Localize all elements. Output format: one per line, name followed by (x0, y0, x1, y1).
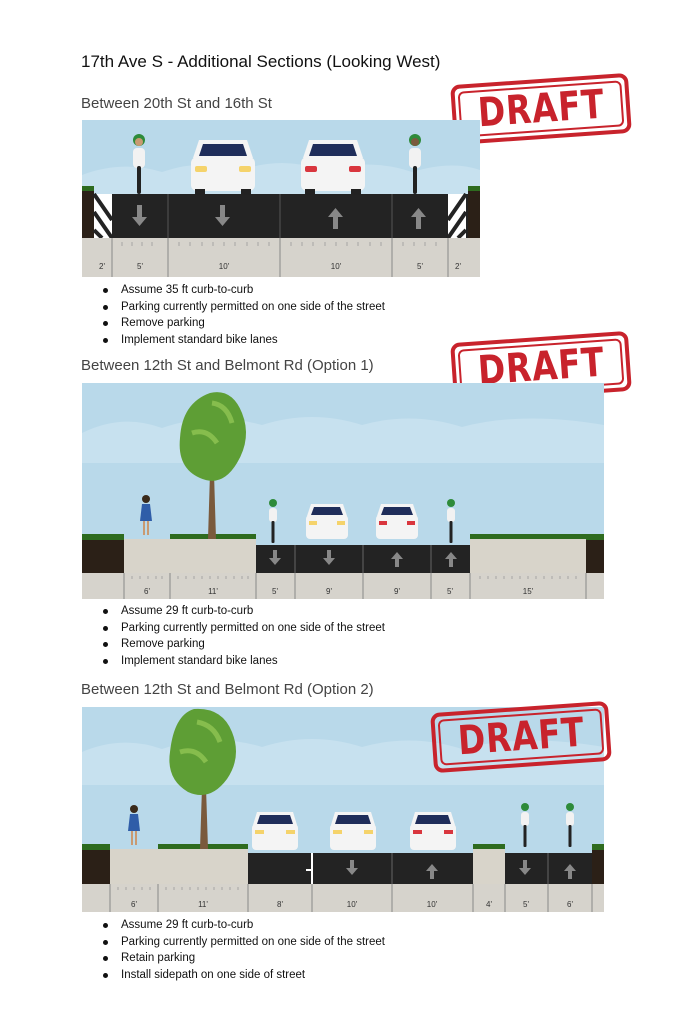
list-item: Install sidepath on one side of street (100, 967, 385, 984)
dimension-label: 6' (144, 587, 150, 596)
section-title-1: Between 20th St and 16th St (81, 95, 272, 112)
draft-stamp-3: DRAFT (430, 700, 612, 774)
arrow-down-icon (519, 860, 531, 875)
list-item: Assume 29 ft curb-to-curb (100, 603, 385, 620)
bullet-list-1: Assume 35 ft curb-to-curb Parking curren… (100, 282, 385, 348)
list-item: Parking currently permitted on one side … (100, 299, 385, 316)
section-title-2: Between 12th St and Belmont Rd (Option 1… (81, 357, 374, 374)
list-item: Implement standard bike lanes (100, 653, 385, 670)
car-icon (330, 812, 376, 850)
list-item: Assume 35 ft curb-to-curb (100, 282, 385, 299)
list-item: Parking currently permitted on one side … (100, 934, 385, 951)
car-icon (301, 140, 365, 195)
list-item: Remove parking (100, 315, 385, 332)
dimension-label: 8' (277, 900, 283, 909)
dimension-label: 5' (447, 587, 453, 596)
cyclist-icon (269, 499, 277, 543)
car-icon (191, 140, 255, 195)
buffer-hatch-right (446, 192, 468, 240)
dimension-label: 5' (272, 587, 278, 596)
arrow-up-icon (391, 552, 403, 567)
bullet-list-2: Assume 29 ft curb-to-curb Parking curren… (100, 603, 385, 669)
page-title: 17th Ave S - Additional Sections (Lookin… (81, 52, 441, 71)
car-icon (376, 504, 418, 539)
arrow-up-icon (564, 864, 576, 879)
cyclist-icon (566, 803, 574, 847)
draft-stamp-text: DRAFT (456, 709, 586, 765)
arrow-down-icon (132, 205, 147, 226)
dimension-label: 10' (331, 262, 342, 271)
arrow-up-icon (445, 552, 457, 567)
dimension-label: 2' (455, 262, 461, 271)
car-icon (410, 812, 456, 850)
dimension-label: 5' (137, 262, 143, 271)
dimension-label: 11' (198, 900, 208, 909)
dimension-label: 6' (131, 900, 137, 909)
list-item: Retain parking (100, 950, 385, 967)
cyclist-icon (521, 803, 529, 847)
cyclist-icon (409, 134, 421, 194)
dimension-label: 10' (219, 262, 230, 271)
arrow-down-icon (269, 550, 281, 565)
arrow-down-icon (346, 860, 358, 875)
dimension-label: 6' (567, 900, 573, 909)
arrow-up-icon (411, 208, 426, 229)
dimension-label: 9' (394, 587, 400, 596)
dimension-label: 5' (417, 262, 423, 271)
dimension-label: 2' (99, 262, 105, 271)
car-icon (306, 504, 348, 539)
cyclist-icon (447, 499, 455, 543)
car-icon (252, 812, 298, 850)
buffer-hatch-left (92, 192, 114, 240)
arrow-up-icon (426, 864, 438, 879)
dimension-label: 15' (523, 587, 534, 596)
list-item: Assume 29 ft curb-to-curb (100, 917, 385, 934)
pedestrian-icon (128, 805, 140, 845)
list-item: Parking currently permitted on one side … (100, 620, 385, 637)
list-item: Remove parking (100, 636, 385, 653)
bullet-list-3: Assume 29 ft curb-to-curb Parking curren… (100, 917, 385, 983)
dimension-label: 11' (208, 587, 218, 596)
arrow-up-icon (328, 208, 343, 229)
dimension-label: 10' (347, 900, 358, 909)
street-section-1: 2' 5' 10' 10' 5' 2' (82, 120, 480, 277)
dimension-label: 5' (523, 900, 529, 909)
arrow-down-icon (323, 550, 335, 565)
pedestrian-icon (140, 495, 152, 535)
tree-icon (169, 708, 236, 849)
dimension-label: 9' (326, 587, 332, 596)
cyclist-icon (133, 134, 145, 194)
dimension-label: 10' (427, 900, 438, 909)
street-section-2: 6' 11' 5' 9' 9' 5' 15' (82, 383, 604, 599)
draft-stamp-text: DRAFT (476, 81, 606, 137)
dimension-label: 4' (486, 900, 492, 909)
section-title-3: Between 12th St and Belmont Rd (Option 2… (81, 681, 374, 698)
list-item: Implement standard bike lanes (100, 332, 385, 349)
tree-icon (179, 392, 246, 539)
arrow-down-icon (215, 205, 230, 226)
